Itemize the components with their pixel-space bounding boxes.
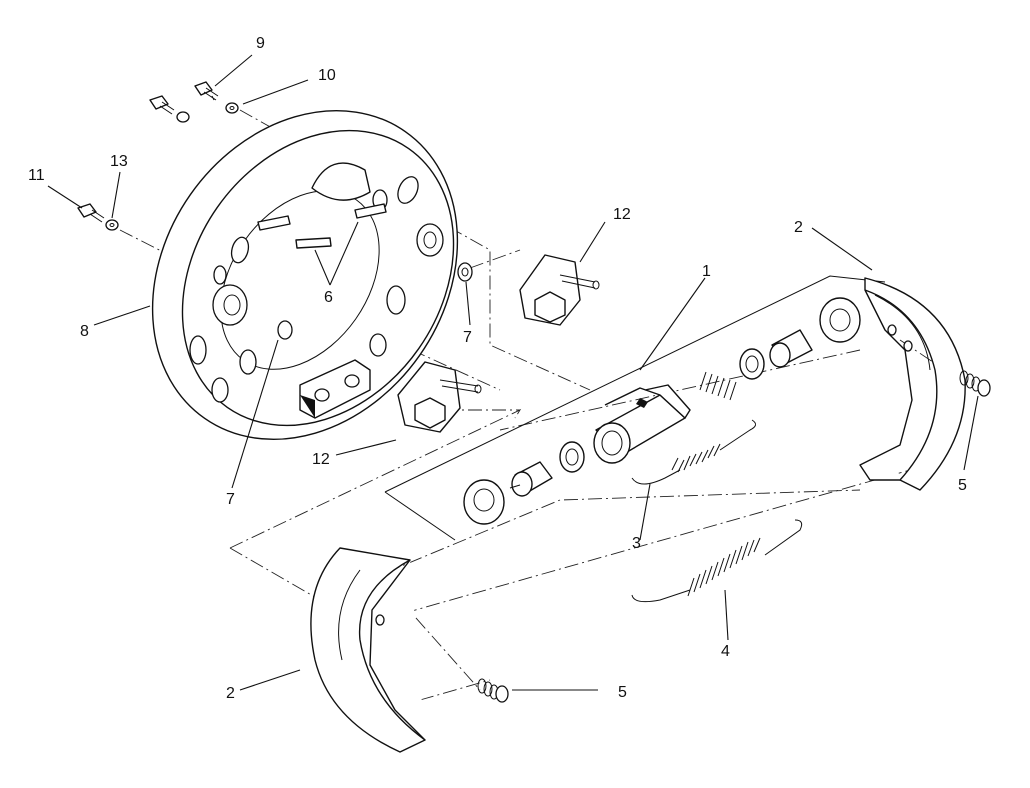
wheel-cylinder-body bbox=[593, 384, 691, 464]
callout-8: 8 bbox=[80, 323, 89, 340]
leader-lines bbox=[47, 54, 979, 691]
callout-7-right: 7 bbox=[463, 329, 472, 346]
washer-7-right bbox=[457, 262, 473, 282]
callout-12-top: 12 bbox=[613, 206, 631, 223]
adjuster-12-bottom bbox=[397, 361, 482, 433]
cylinder-piston-left bbox=[509, 461, 553, 497]
cylinder-spring bbox=[699, 371, 737, 401]
callout-5-right: 5 bbox=[958, 477, 967, 494]
callout-4: 4 bbox=[721, 643, 730, 660]
callout-2-bottom: 2 bbox=[226, 685, 235, 702]
callout-9: 9 bbox=[256, 35, 265, 52]
callout-6: 6 bbox=[324, 289, 333, 306]
return-spring-3 bbox=[631, 419, 756, 485]
callout-5-bottom: 5 bbox=[618, 684, 627, 701]
hold-down-spring-right bbox=[959, 370, 991, 397]
center-lines bbox=[119, 109, 961, 701]
cylinder-cup-right bbox=[739, 348, 765, 380]
adjuster-12-top bbox=[519, 254, 600, 326]
callout-3: 3 bbox=[632, 535, 641, 552]
cylinder-cup-left bbox=[559, 441, 585, 473]
washer-10 bbox=[225, 102, 239, 114]
callout-labels: 9 10 11 13 8 6 7 7 12 12 1 2 2 3 4 5 5 bbox=[28, 35, 967, 702]
cylinder-piston-right bbox=[769, 329, 813, 368]
callout-10: 10 bbox=[318, 67, 336, 84]
cylinder-boot-right bbox=[819, 297, 861, 343]
hold-down-spring-bottom bbox=[477, 678, 509, 703]
bolt-11 bbox=[77, 203, 105, 223]
cylinder-boot-left bbox=[463, 479, 505, 525]
callout-1: 1 bbox=[702, 263, 711, 280]
callout-13: 13 bbox=[110, 153, 128, 170]
callout-11: 11 bbox=[28, 167, 45, 184]
washer-13 bbox=[105, 219, 119, 231]
bolt-9 bbox=[194, 81, 219, 101]
bolt-pair-left bbox=[149, 95, 190, 123]
backing-plate bbox=[151, 109, 459, 441]
return-spring-4 bbox=[631, 519, 803, 603]
brake-shoe-bottom-left bbox=[310, 547, 426, 753]
callout-2-top: 2 bbox=[794, 219, 803, 236]
callout-12-bottom: 12 bbox=[312, 451, 330, 468]
callout-7-bottom: 7 bbox=[226, 491, 235, 508]
brake-shoe-top-right bbox=[859, 277, 966, 491]
